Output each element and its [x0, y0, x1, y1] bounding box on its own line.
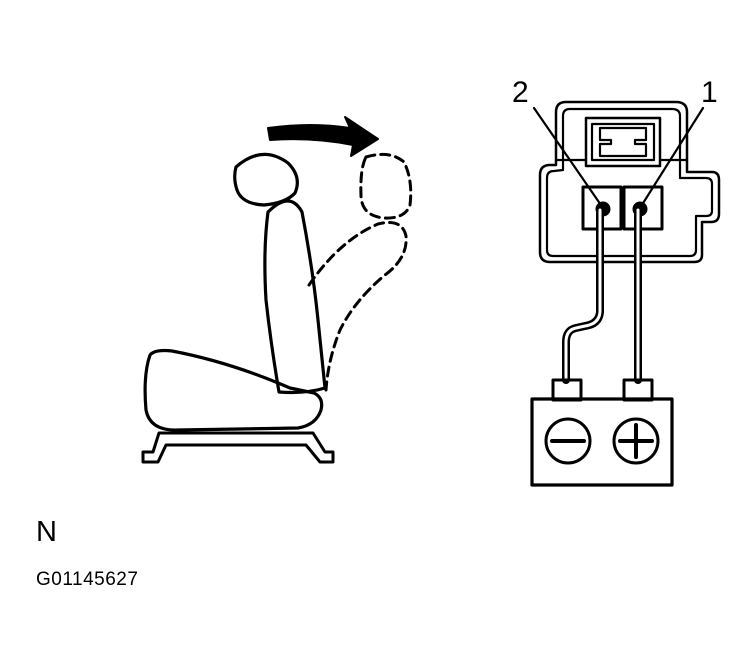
battery-case	[530, 397, 674, 487]
pin-1-leader	[638, 106, 705, 210]
seat-rail-outline	[141, 431, 335, 464]
recline-arrow-icon	[267, 116, 379, 157]
battery-positive-terminal	[612, 417, 660, 465]
connector-housing-outer	[538, 100, 721, 264]
reclined-backrest-outline	[307, 221, 408, 392]
reclined-headrest-outline	[359, 152, 413, 220]
connector-lock-tab	[584, 116, 662, 168]
terminal-cavity-1	[622, 185, 664, 231]
figure-code: G01145627	[36, 569, 139, 590]
seat-illustration	[141, 116, 413, 464]
negative-lead	[562, 206, 604, 384]
headrest-outline	[233, 152, 299, 207]
battery-negative-terminal	[544, 417, 592, 465]
backrest-outline	[263, 199, 327, 395]
pin-2-leader	[532, 106, 605, 210]
lock-latch-icon	[598, 126, 648, 158]
pin-label-1: 1	[701, 76, 718, 109]
pin-label-2: 2	[512, 76, 529, 109]
battery	[530, 378, 674, 487]
test-leads	[562, 206, 642, 384]
connector: 2 1	[512, 76, 721, 264]
plus-icon	[618, 423, 654, 459]
seat-cushion-outline	[143, 348, 324, 432]
view-letter: N	[36, 516, 57, 548]
connector-housing-inner	[545, 107, 714, 258]
